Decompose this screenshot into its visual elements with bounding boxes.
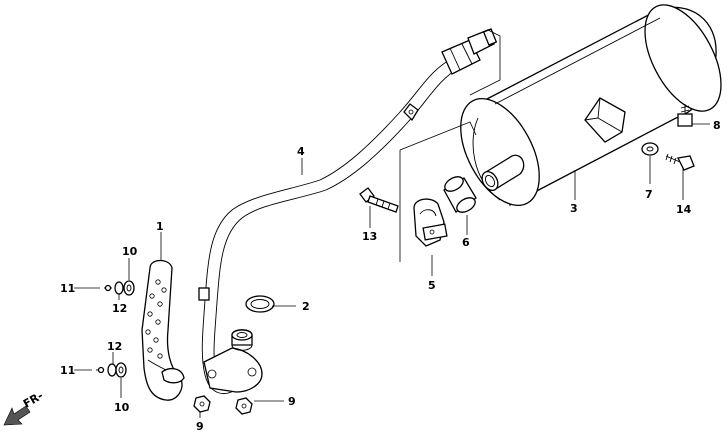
exhaust-clamp (413, 198, 448, 247)
callout-12a: 12 (112, 302, 127, 315)
callout-10a: 10 (122, 245, 138, 258)
gasket-2 (245, 295, 275, 313)
bolt-14 (665, 153, 695, 171)
callout-13: 13 (362, 230, 377, 243)
callout-6: 6 (462, 236, 470, 249)
screw-11a (104, 284, 112, 292)
callout-9b: 9 (288, 395, 296, 408)
washer-7 (641, 142, 659, 156)
callout-5: 5 (428, 279, 436, 292)
leader-lines (74, 123, 710, 418)
direction-label: FR- (21, 389, 45, 411)
heat-shield (141, 259, 185, 401)
muffler (460, 4, 722, 207)
callout-9a: 9 (196, 420, 204, 433)
assembly-lines (399, 29, 501, 262)
arrow-down-left-icon (3, 405, 31, 426)
callout-10b: 10 (114, 401, 130, 414)
grommet-10b (115, 362, 127, 378)
callout-7: 7 (645, 188, 653, 201)
callout-1: 1 (156, 220, 164, 233)
callout-4: 4 (297, 145, 305, 158)
washer-12b (107, 363, 117, 377)
washer-12a (114, 281, 124, 295)
screw-11b (96, 366, 105, 374)
nut-9a (193, 395, 211, 413)
grommet-10a (123, 280, 135, 296)
callout-8: 8 (713, 119, 721, 132)
nut-9b (235, 397, 253, 415)
exhaust-pipe (198, 28, 498, 395)
callout-12b: 12 (107, 340, 122, 353)
bolt-13 (359, 187, 399, 213)
callout-3: 3 (570, 202, 578, 215)
callout-11a: 11 (60, 282, 75, 295)
gasket-sleeve (443, 176, 477, 213)
callout-14: 14 (676, 203, 692, 216)
direction-indicator: FR- (3, 389, 45, 426)
callout-11b: 11 (60, 364, 75, 377)
callout-2: 2 (302, 300, 310, 313)
bolt-8 (677, 104, 693, 127)
